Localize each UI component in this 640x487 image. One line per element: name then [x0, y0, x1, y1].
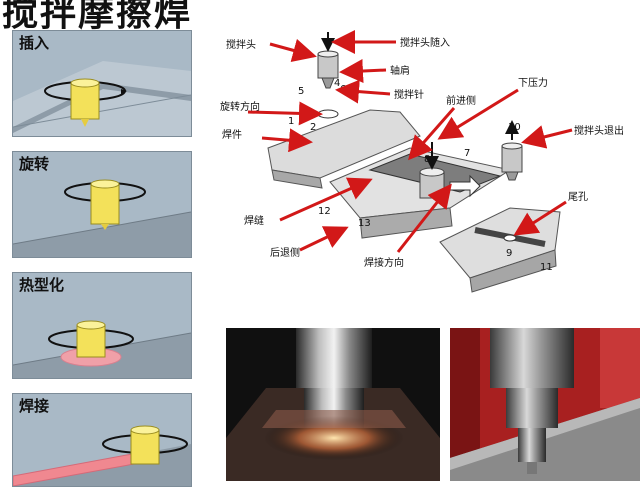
label-advancing-side: 前进侧	[446, 94, 476, 107]
label-tool: 搅拌头	[226, 38, 256, 51]
num-label: 12	[318, 206, 331, 217]
step-label: 热型化	[19, 276, 65, 294]
label-tool-follow: 搅拌头随入	[400, 36, 450, 49]
step-label: 旋转	[19, 155, 50, 173]
label-workpiece: 焊件	[222, 129, 242, 141]
label-rotation-direction: 旋转方向	[220, 100, 260, 113]
step-insert-illustration	[13, 61, 191, 136]
label-pin: 搅拌针	[394, 88, 424, 101]
step-panel-weld: 焊接	[12, 393, 192, 487]
step-rotate-illustration	[13, 179, 191, 257]
label-shoulder: 轴肩	[390, 64, 410, 77]
photo-welding-sparks	[226, 328, 440, 481]
page-title: 搅拌摩擦焊	[2, 0, 193, 34]
step-panel-rotate: 旋转	[12, 151, 192, 258]
num-label: 13	[358, 218, 371, 229]
num-label: 7	[464, 148, 470, 159]
label-retreating-side: 后退侧	[270, 246, 300, 259]
step-heat-illustration	[13, 320, 191, 378]
step-label: 插入	[19, 34, 50, 52]
label-keyhole: 尾孔	[568, 191, 588, 203]
photo-fsw-machine	[450, 328, 640, 481]
label-downward-force: 下压力	[518, 76, 548, 89]
label-tool-exit: 搅拌头退出	[574, 124, 624, 137]
num-label: 1	[288, 116, 294, 127]
step-weld-illustration	[13, 425, 191, 486]
num-label: 5	[298, 86, 304, 97]
num-label: 2	[310, 122, 316, 133]
num-label: 8	[424, 154, 430, 165]
step-panel-insert: 插入	[12, 30, 192, 137]
label-welding-direction: 焊接方向	[364, 256, 404, 269]
num-label: 9	[506, 248, 512, 259]
step-label: 焊接	[19, 397, 50, 415]
fsw-schematic: 5 4 6 1 2 3 10 7 8 12 13 9 11 搅拌头 搅拌头随入 …	[220, 30, 624, 293]
tool-top	[317, 32, 339, 119]
label-weld-seam: 焊缝	[244, 214, 264, 227]
step-panel-heat: 热型化	[12, 272, 192, 379]
tool-right	[501, 120, 523, 181]
num-label: 10	[508, 122, 521, 133]
num-label: 11	[540, 262, 553, 273]
